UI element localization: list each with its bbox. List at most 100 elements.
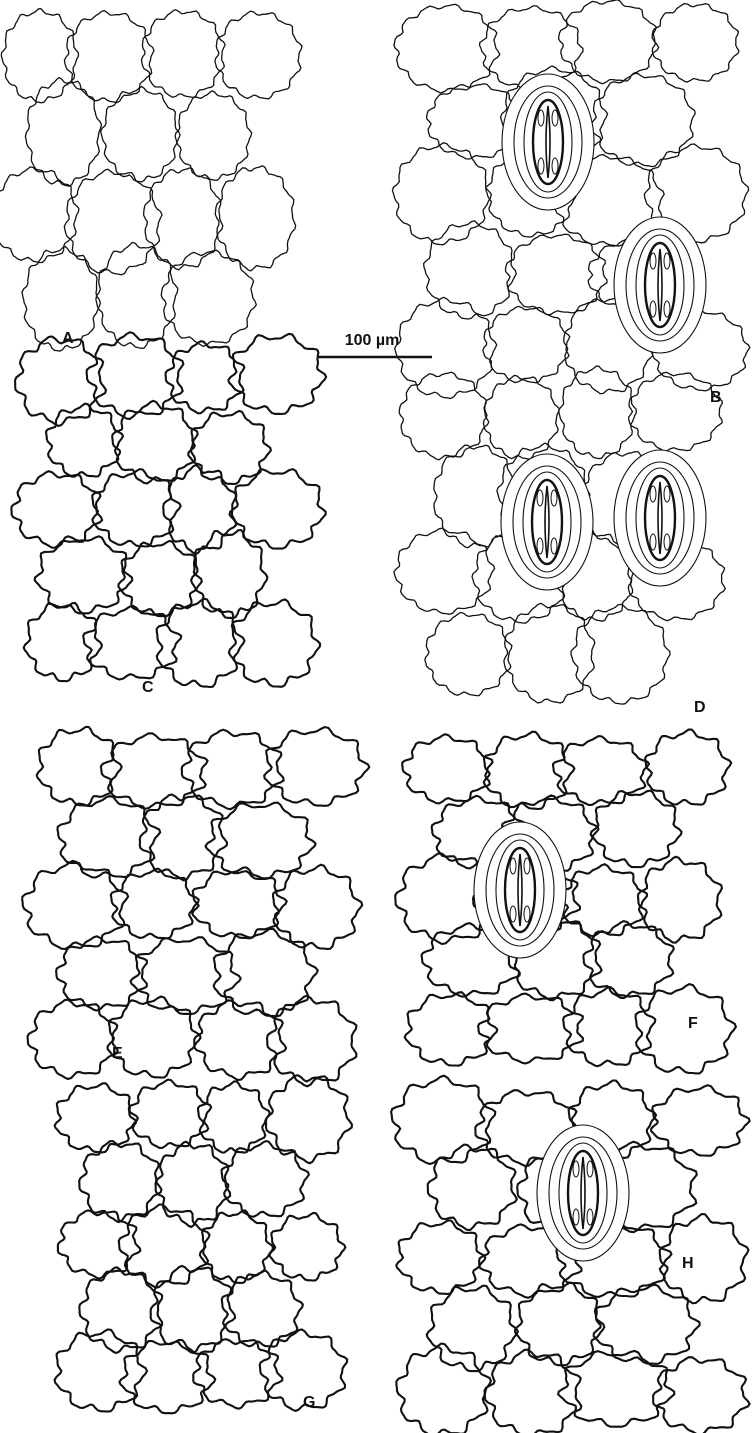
epidermal-cell [227, 598, 322, 688]
epidermal-cell [214, 10, 303, 100]
epidermal-cell [154, 1140, 232, 1229]
stoma [501, 73, 595, 211]
epidermal-cell [258, 1328, 349, 1412]
panel-label-f: F [688, 1015, 698, 1032]
epidermal-cell [192, 1338, 284, 1410]
guard-cell-thickening [523, 905, 531, 923]
epidermal-cell [117, 539, 203, 618]
subsidiary-cell [485, 833, 555, 947]
epidermal-cell [109, 867, 200, 940]
epidermal-cell [401, 733, 494, 805]
guard-cell-thickening [551, 109, 559, 127]
epidermal-cell [63, 9, 155, 104]
epidermal-cell [26, 998, 119, 1081]
epidermal-cell [85, 331, 185, 420]
epidermal-cell [589, 789, 683, 869]
guard-cell-thickening [663, 252, 671, 270]
subsidiary-cell [513, 85, 583, 199]
stomatal-pore [517, 853, 523, 927]
epidermal-cell [35, 725, 123, 807]
guard-cells [643, 241, 677, 329]
guard-cell-thickening [523, 857, 531, 875]
epidermal-cell [395, 1342, 493, 1433]
guard-cell-thickening [649, 252, 657, 270]
panel-c-cells [10, 331, 328, 689]
epidermal-cell [0, 8, 80, 104]
guard-cell-thickening [536, 489, 544, 507]
subsidiary-cell [523, 91, 573, 193]
subsidiary-cell [558, 1142, 608, 1244]
panel-label-c: C [142, 679, 154, 696]
epidermal-cell [118, 1339, 217, 1415]
panel-g-cells [53, 1074, 353, 1415]
panel-label-a: A [62, 330, 74, 347]
epidermal-cell [78, 1266, 164, 1355]
stomatal-pore [580, 1156, 586, 1230]
guard-cell-thickening [586, 1208, 594, 1226]
guard-cells [566, 1149, 600, 1237]
subsidiary-cell [635, 234, 685, 336]
stoma [500, 453, 594, 591]
guard-cell-thickening [663, 485, 671, 503]
epidermal-cell [570, 603, 671, 705]
epidermal-cell [21, 859, 130, 951]
guard-cells [530, 478, 564, 566]
epidermal-cell [271, 863, 364, 950]
panel-label-h: H [682, 1255, 694, 1272]
epidermal-cell [33, 535, 134, 615]
epidermal-cell [650, 1084, 751, 1157]
scale-bar: 100 µm [318, 332, 432, 359]
guard-cell-thickening [509, 857, 517, 875]
guard-cell-thickening [663, 300, 671, 318]
epidermal-cell [268, 1211, 347, 1282]
epidermal-cell [403, 991, 499, 1067]
epidermal-cell [651, 2, 740, 83]
epidermal-cell [265, 994, 358, 1088]
subsidiary-cell [495, 839, 545, 941]
epidermal-cell [0, 166, 80, 264]
guard-cell-thickening [537, 157, 545, 175]
guard-cell-thickening [550, 489, 558, 507]
epidermal-cell [507, 916, 603, 1002]
epidermal-cell [658, 1212, 750, 1305]
guard-cell-thickening [509, 905, 517, 923]
epidermal-cell [503, 602, 596, 704]
epidermal-cell [82, 604, 183, 681]
subsidiary-cell [500, 453, 594, 591]
guard-cell-thickening [572, 1208, 580, 1226]
epidermal-cell [140, 9, 226, 99]
epidermal-cell [398, 371, 490, 461]
epidermal-cell [196, 1080, 271, 1154]
epidermal-cell [95, 241, 179, 350]
epidermal-cell [426, 1143, 518, 1232]
epidermal-cell [174, 90, 253, 181]
epidermal-cell [160, 249, 257, 348]
subsidiary-cell [613, 449, 707, 587]
guard-cell-thickening [586, 1160, 594, 1178]
stoma [473, 821, 567, 959]
epidermal-cell [24, 76, 103, 187]
subsidiary-cell [625, 228, 695, 342]
epidermal-cell [394, 852, 501, 946]
epidermal-cell [228, 468, 327, 550]
stomatal-pore [544, 485, 550, 559]
epidermal-cell [220, 1139, 310, 1218]
epidermal-cell [45, 402, 125, 478]
epidermal-cell [21, 245, 102, 352]
guard-cell-thickening [537, 109, 545, 127]
epidermal-cell [263, 726, 371, 807]
epidermal-cell [155, 597, 246, 689]
epidermal-cell [425, 1284, 519, 1373]
epidermal-cell [55, 935, 148, 1012]
panel-label-d: D [694, 699, 706, 716]
epidermal-cell [100, 85, 181, 183]
epidermal-cell [187, 409, 272, 485]
epidermal-cell [551, 735, 651, 806]
epidermal-cell [504, 233, 608, 316]
epidermal-cell [422, 220, 517, 320]
epidermal-cell [634, 983, 737, 1075]
epidermal-cell [590, 72, 696, 168]
epidermal-cell [426, 83, 525, 160]
